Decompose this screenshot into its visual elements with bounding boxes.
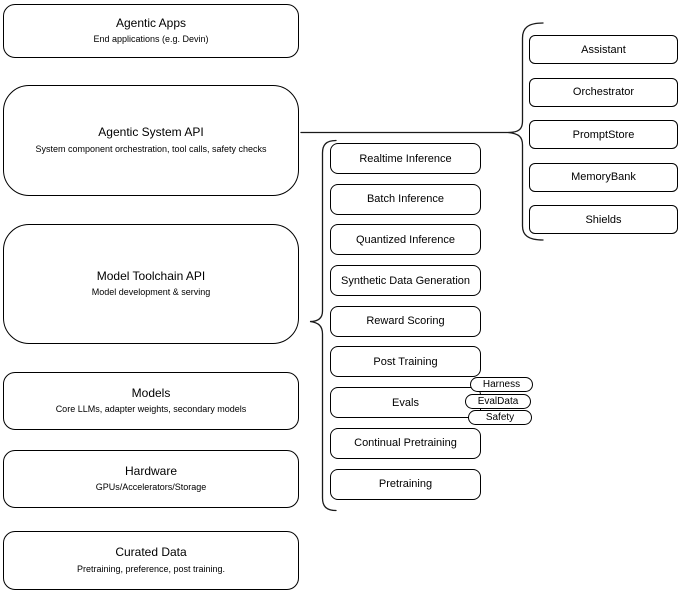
node-subtitle: Model development & serving	[91, 287, 211, 298]
node-hardware: Hardware GPUs/Accelerators/Storage	[3, 450, 299, 508]
node-shields: Shields	[529, 205, 678, 234]
node-continual-pretraining: Continual Pretraining	[330, 427, 481, 459]
node-orchestrator: Orchestrator	[529, 77, 678, 107]
tag-safety: Safety	[468, 410, 532, 425]
node-subtitle: Core LLMs, adapter weights, secondary mo…	[55, 404, 247, 415]
node-title: Hardware	[124, 463, 178, 478]
node-subtitle: End applications (e.g. Devin)	[93, 34, 209, 45]
node-reward-scoring: Reward Scoring	[330, 305, 481, 337]
tag-harness: Harness	[470, 377, 533, 392]
node-promptstore: PromptStore	[529, 120, 678, 149]
node-subtitle: Pretraining, preference, post training.	[76, 563, 226, 574]
node-title: Models	[131, 385, 171, 400]
node-subtitle: System component orchestration, tool cal…	[35, 143, 267, 154]
node-title: Curated Data	[115, 545, 187, 560]
node-batch-inference: Batch Inference	[330, 183, 481, 215]
node-evals: Evals	[330, 387, 481, 419]
node-assistant: Assistant	[529, 35, 678, 64]
node-agentic-system-api: Agentic System API System component orch…	[3, 85, 299, 196]
node-model-toolchain-api: Model Toolchain API Model development & …	[3, 224, 299, 344]
node-synthetic-data-generation: Synthetic Data Generation	[330, 265, 481, 297]
node-title: Model Toolchain API	[96, 268, 206, 283]
system-components-column: Assistant Orchestrator PromptStore Memor…	[529, 35, 678, 234]
tag-evaldata: EvalData	[465, 394, 531, 409]
node-title: Agentic System API	[98, 125, 204, 140]
node-pretraining: Pretraining	[330, 468, 481, 500]
node-subtitle: GPUs/Accelerators/Storage	[95, 482, 207, 493]
node-memorybank: MemoryBank	[529, 162, 678, 192]
node-quantized-inference: Quantized Inference	[330, 224, 481, 256]
node-post-training: Post Training	[330, 346, 481, 378]
node-curated-data: Curated Data Pretraining, preference, po…	[3, 531, 299, 590]
node-title: Agentic Apps	[115, 15, 187, 30]
node-agentic-apps: Agentic Apps End applications (e.g. Devi…	[3, 4, 299, 58]
toolchain-items-column: Realtime Inference Batch Inference Quant…	[330, 143, 481, 500]
node-realtime-inference: Realtime Inference	[330, 143, 481, 174]
node-models: Models Core LLMs, adapter weights, secon…	[3, 372, 299, 430]
